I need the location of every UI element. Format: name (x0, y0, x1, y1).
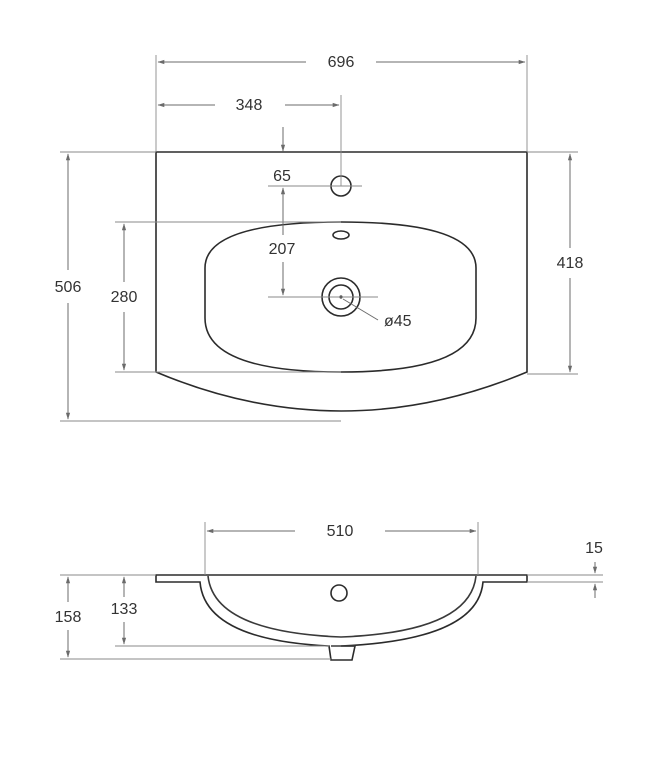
dim-overall-depth: 506 (55, 279, 82, 296)
dim-total-height: 158 (55, 609, 82, 626)
dim-tap-to-drain: 207 (269, 241, 296, 258)
dim-half-width: 348 (236, 97, 263, 114)
top-view: 696 348 65 207 506 280 418 ø45 (55, 54, 584, 422)
dim-side-depth: 418 (557, 255, 584, 272)
dim-drain-diameter: ø45 (384, 313, 412, 330)
dim-rim-thickness: 15 (585, 540, 603, 557)
overflow-hole (330, 584, 348, 602)
rim-slab (155, 574, 528, 661)
dim-overall-width: 696 (328, 54, 355, 71)
dim-bowl-height: 133 (111, 601, 138, 618)
dim-bowl-width: 510 (327, 523, 354, 540)
dim-bowl-depth: 280 (111, 289, 138, 306)
dim-tap-offset: 65 (273, 168, 291, 185)
side-view: 510 15 158 133 (55, 522, 603, 661)
overflow-slot (332, 230, 350, 240)
